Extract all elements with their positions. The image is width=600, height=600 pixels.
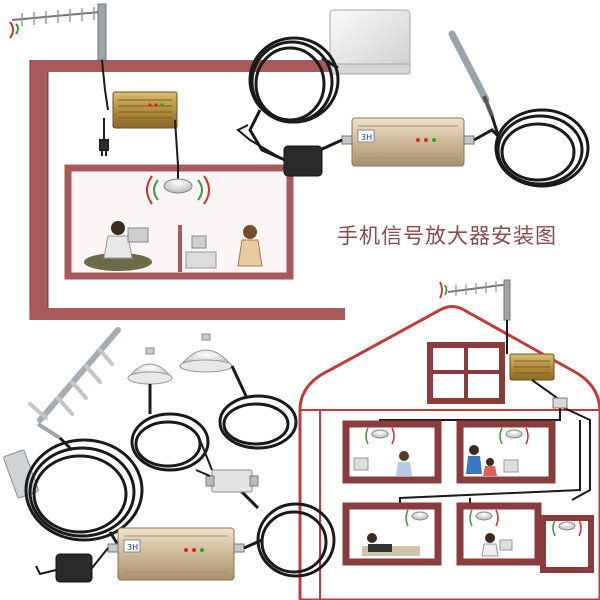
ceiling-antenna-icon xyxy=(146,175,210,205)
signal-booster-icon: 3H xyxy=(341,117,475,167)
cable-line xyxy=(243,538,263,550)
person-on-phone-icon xyxy=(84,221,152,271)
booster-brand-label: 3H xyxy=(361,133,372,142)
yagi-antenna-icon xyxy=(9,3,107,61)
house-rooms xyxy=(342,420,594,573)
signal-booster-icon xyxy=(112,91,178,129)
cable-coil xyxy=(248,36,340,162)
whip-antenna-icon xyxy=(448,30,494,117)
cable-line xyxy=(319,138,343,152)
panel-antenna-icon xyxy=(329,9,411,75)
person-on-phone-icon xyxy=(362,533,420,556)
signal-booster-icon: 3H xyxy=(107,527,245,581)
yagi-antenna-icon xyxy=(439,279,511,321)
power-adapter-icon xyxy=(35,547,109,583)
person-on-phone-icon xyxy=(481,533,513,557)
splitter-icon xyxy=(552,397,568,409)
signal-booster-icon xyxy=(509,353,555,381)
ceiling-antenna-icon xyxy=(178,333,234,373)
cable-coil xyxy=(130,365,336,578)
ceiling-antenna-icon xyxy=(552,519,582,537)
ceiling-antenna-icon xyxy=(469,509,499,527)
cable-line xyxy=(174,119,179,180)
ceiling-antenna-icon xyxy=(365,427,395,445)
floor-band xyxy=(30,308,345,320)
splitter-icon xyxy=(195,439,259,493)
person-on-phone-icon xyxy=(185,225,263,269)
cable-coil xyxy=(490,108,590,188)
cable-line xyxy=(101,59,109,111)
attic-window xyxy=(427,342,505,404)
person-on-phone-icon xyxy=(353,451,412,476)
person-on-phone-icon xyxy=(466,445,519,476)
diagram-title: 手机信号放大器安装图 xyxy=(337,224,557,248)
ceiling-antenna-icon xyxy=(499,427,529,445)
power-plug-icon xyxy=(99,118,109,156)
cable-coil xyxy=(24,436,144,549)
ceiling-antenna-icon xyxy=(405,509,429,527)
cable-line xyxy=(473,128,500,142)
ceiling-antenna-icon xyxy=(126,347,174,385)
power-adapter-icon xyxy=(236,124,323,177)
yagi-antenna-icon xyxy=(3,327,121,499)
booster-brand-label: 3H xyxy=(127,543,138,552)
wall-inner-line xyxy=(29,60,49,320)
